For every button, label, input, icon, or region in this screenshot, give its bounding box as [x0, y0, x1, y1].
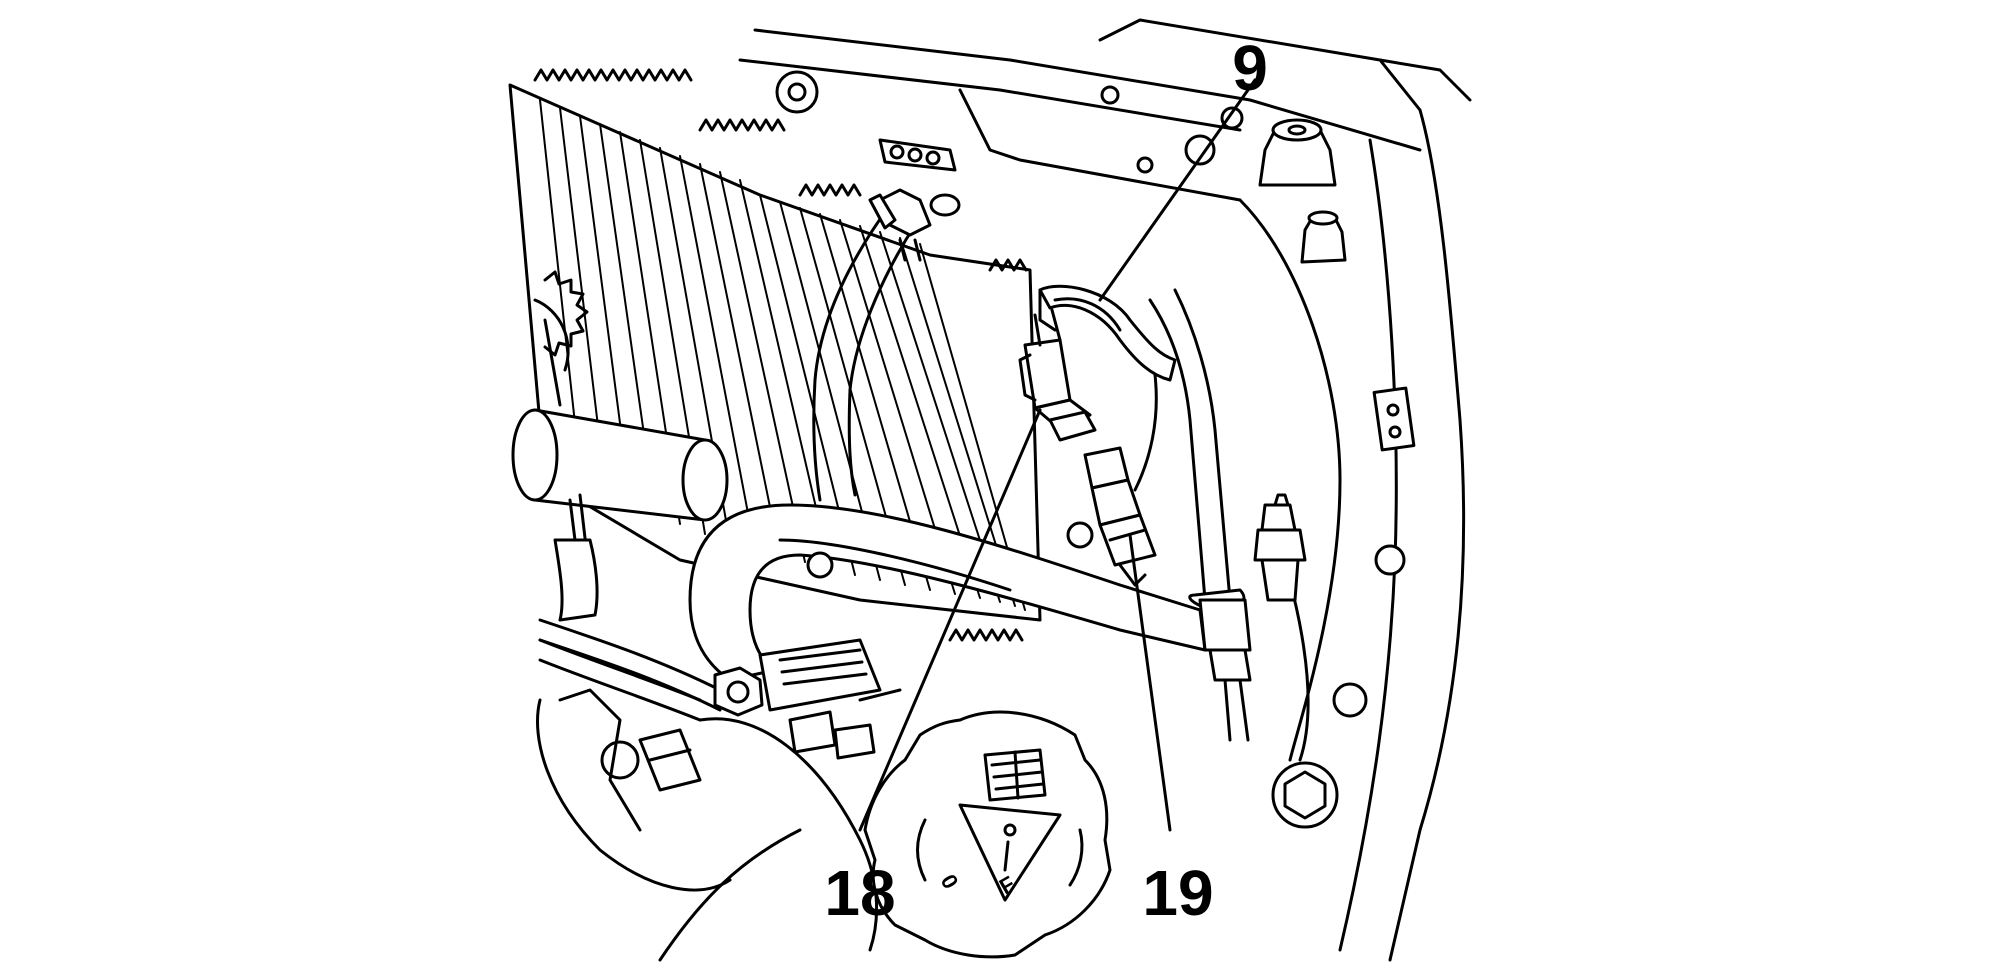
panel-bracket — [1372, 386, 1416, 452]
pressure-switch — [1253, 493, 1307, 602]
panel-bolts — [775, 70, 1244, 174]
small-connector — [788, 688, 902, 760]
body-panel-top — [738, 18, 1472, 202]
connector-19 — [1083, 373, 1158, 587]
leader-9 — [1098, 78, 1257, 302]
bump-stop — [1258, 118, 1347, 264]
panel-hole — [1374, 544, 1406, 576]
hose-bolts — [806, 521, 1094, 579]
leader-18 — [858, 408, 1042, 832]
callout-19: 19 — [1142, 857, 1213, 929]
leader-19 — [1128, 533, 1172, 832]
ac-line-upper — [812, 188, 961, 502]
callout-18: 18 — [824, 857, 895, 929]
receiver-drier — [511, 318, 729, 522]
mounting-bolt — [1271, 761, 1339, 829]
fender-panel — [1238, 108, 1466, 962]
panel-hole — [1332, 682, 1368, 718]
top-connector-block — [878, 138, 957, 172]
connector-18 — [1018, 308, 1097, 442]
pulley-gear — [533, 270, 589, 372]
water-pump — [536, 688, 878, 962]
callout-leaders — [858, 78, 1257, 832]
pipe-fitting — [538, 638, 882, 722]
callout-9: 9 — [1232, 32, 1268, 104]
reservoir-cap: 0 F — [863, 710, 1112, 959]
harness-clip — [1038, 284, 1177, 382]
ac-line-right — [1148, 288, 1252, 742]
